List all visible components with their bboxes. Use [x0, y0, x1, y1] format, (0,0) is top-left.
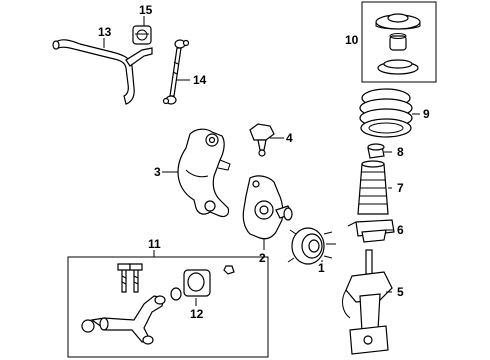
callout-11: 11	[148, 237, 161, 251]
lower-arm-box	[67, 256, 269, 358]
callout-8: 8	[397, 145, 404, 159]
coil-spring	[359, 88, 413, 138]
callout-4: 4	[286, 131, 293, 145]
callout-5: 5	[397, 285, 404, 299]
ball-joint	[249, 123, 275, 157]
callout-12: 12	[190, 307, 204, 321]
callout-3: 3	[154, 165, 161, 179]
jounce-bumper	[367, 143, 385, 159]
stabilizer-bar	[52, 39, 153, 105]
spring-seat	[347, 219, 395, 243]
callout-6: 6	[397, 223, 404, 237]
dust-boot	[357, 160, 389, 215]
strut-mount-box	[361, 1, 437, 83]
knuckle-part-2	[242, 175, 293, 240]
callout-10: 10	[345, 33, 359, 47]
callout-7: 7	[397, 181, 404, 195]
callout-14: 14	[193, 73, 207, 87]
strut-assembly	[342, 249, 393, 355]
callout-1: 1	[318, 261, 325, 275]
callout-13: 13	[98, 25, 112, 39]
callout-9: 9	[423, 107, 430, 121]
stabilizer-bushing	[132, 25, 152, 45]
callout-labels: 15 13 14 3 4 2 1 10 9 8 7 6 5 11 12	[98, 3, 430, 321]
callout-15: 15	[139, 3, 153, 17]
stabilizer-link	[162, 39, 190, 105]
leader-lines	[103, 16, 420, 306]
knuckle-part-3	[177, 128, 231, 218]
hub-bearing	[287, 227, 336, 265]
callout-2: 2	[259, 251, 266, 265]
